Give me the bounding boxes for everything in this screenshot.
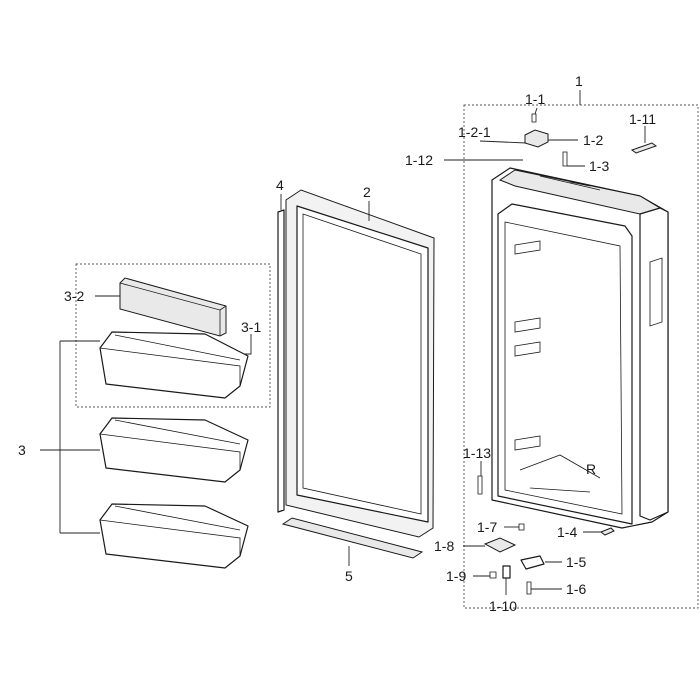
label-2: 2 (363, 184, 371, 200)
label-1-9: 1-9 (446, 568, 466, 584)
door-gasket (285, 189, 435, 538)
label-1-8: 1-8 (434, 538, 454, 554)
label-4: 4 (276, 177, 284, 193)
label-5: 5 (345, 568, 353, 584)
label-1-4: 1-4 (557, 524, 577, 540)
part-labels: 1 1-1 1-2-1 1-2 1-11 1-12 1-3 4 2 3-2 3-… (18, 73, 656, 614)
group-frames (75, 104, 699, 609)
label-3-1: 3-1 (241, 319, 261, 335)
label-1-6: 1-6 (566, 581, 586, 597)
trim-bar (277, 209, 285, 513)
label-1-13: 1-13 (463, 445, 491, 461)
label-1-1: 1-1 (525, 91, 545, 107)
label-1-11: 1-11 (629, 111, 656, 127)
label-1-5: 1-5 (566, 554, 586, 570)
bottom-strip (281, 517, 424, 559)
label-1-2: 1-2 (583, 132, 603, 148)
label-1-12: 1-12 (405, 152, 433, 168)
label-1-7: 1-7 (477, 519, 497, 535)
leader-lines (40, 90, 646, 595)
door-mark-r: R (586, 461, 596, 477)
label-1-3: 1-3 (589, 158, 609, 174)
door-assembly: R (491, 113, 669, 529)
label-1-2-1: 1-2-1 (458, 124, 491, 140)
label-3: 3 (18, 442, 26, 458)
label-1-10: 1-10 (489, 598, 517, 614)
label-1: 1 (575, 73, 583, 89)
door-shelves (99, 277, 249, 569)
label-3-2: 3-2 (64, 288, 84, 304)
